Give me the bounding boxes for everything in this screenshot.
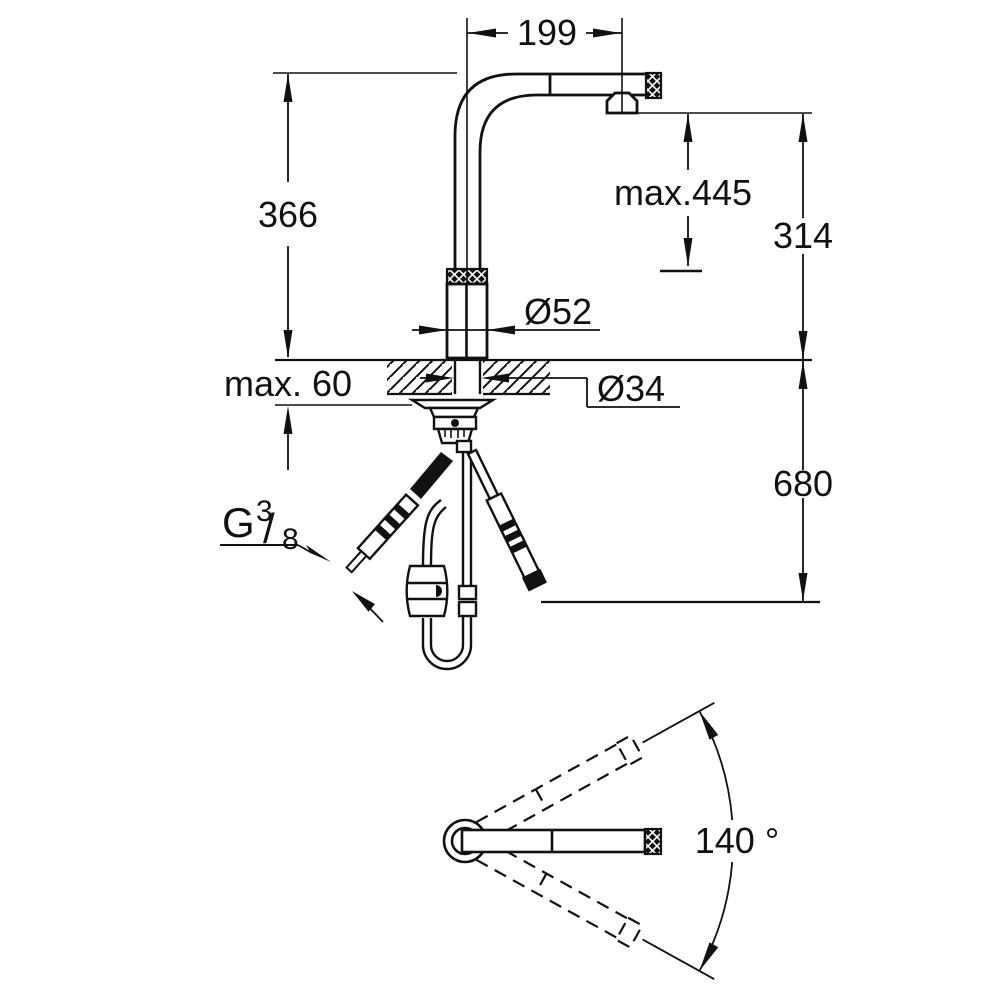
- arc-arrowhead-bottom: [699, 942, 719, 971]
- hose-loop-outer: [421, 616, 473, 671]
- arc-arrowhead-top: [699, 711, 719, 740]
- hose-weight: [405, 564, 449, 618]
- arrowhead-right: [419, 325, 447, 335]
- swivel-angle-label: 140 °: [695, 820, 779, 861]
- dim-max60: max. 60: [224, 363, 352, 470]
- g38-axis-arrowhead: [352, 591, 375, 612]
- g38-prefix: G: [222, 499, 255, 546]
- hose-segment: [466, 448, 500, 501]
- spout-outer-edge: [453, 72, 646, 270]
- connector-band: [504, 529, 522, 543]
- arrowhead-up: [283, 74, 293, 102]
- dim-diameter-52: Ø52: [412, 291, 600, 335]
- weight-seams: [408, 581, 446, 601]
- connector-band: [393, 503, 410, 520]
- dim-diameter-34: Ø34: [420, 368, 680, 409]
- hose-fitting-lower: [457, 600, 478, 618]
- dim-366: 366: [258, 74, 318, 358]
- swivel-arc: [698, 710, 734, 972]
- arrowhead-up: [798, 114, 808, 142]
- dim-366-label: 366: [258, 194, 318, 235]
- hose-loop-inner: [429, 616, 465, 663]
- connector-tip: [345, 549, 368, 574]
- g38-slash: /: [263, 505, 275, 552]
- arrowhead-up: [798, 361, 808, 389]
- g38-connector: [345, 492, 420, 574]
- weight-body: [405, 564, 449, 618]
- dim-52-label: Ø52: [524, 291, 592, 332]
- screw-head: [451, 419, 459, 427]
- dim-680: 680: [773, 361, 833, 601]
- dim-680-label: 680: [773, 463, 833, 504]
- arrowhead-right: [426, 373, 454, 383]
- dim-199-label: 199: [517, 12, 577, 53]
- faucet-top-view: 140 °: [442, 702, 779, 980]
- g38-denominator: 8: [282, 523, 299, 556]
- connector-band: [374, 524, 392, 541]
- swivel-arm-lower: [475, 839, 644, 949]
- arrowhead-left: [481, 373, 509, 383]
- connection-hose-right: [466, 448, 548, 592]
- arrowhead-down: [798, 331, 808, 359]
- arrowhead-right: [593, 28, 621, 38]
- arrowhead-down: [283, 330, 293, 358]
- arrowhead-left: [487, 325, 515, 335]
- connector-end-nut: [521, 568, 548, 592]
- mounting-nut: [428, 406, 480, 419]
- countertop-section: [275, 358, 812, 396]
- connector-band: [509, 540, 527, 554]
- weight-latch: [436, 585, 442, 597]
- aerator-cap: [644, 71, 663, 100]
- dim-314: 314: [773, 114, 833, 359]
- spout-inner-edge: [478, 93, 646, 270]
- dim-max445-label: max.445: [614, 172, 752, 213]
- dim-max60-label: max. 60: [224, 363, 352, 404]
- connector-band: [383, 513, 401, 530]
- arrowhead-down: [798, 573, 808, 601]
- arrowhead-down: [683, 238, 693, 266]
- pullout-hose: [461, 452, 473, 586]
- g38-numerator: 3: [256, 495, 273, 528]
- spout-top-view: [460, 828, 647, 854]
- mounting-hole-edges: [453, 360, 482, 394]
- supply-hose-left: [410, 452, 453, 499]
- connector-body: [356, 492, 420, 561]
- arrowhead-up: [683, 114, 693, 142]
- extension-lines: [273, 18, 820, 604]
- g38-leader: [297, 544, 313, 554]
- swivel-arm-upper: [475, 733, 645, 843]
- connector-band: [499, 518, 517, 532]
- aerator-cap-top-view: [643, 827, 663, 856]
- angle-ray-upper: [642, 702, 715, 744]
- arrowhead-up: [283, 406, 293, 434]
- g38-arrowhead: [305, 544, 331, 562]
- angle-ray-lower: [642, 938, 715, 980]
- tee-fitting: [455, 439, 473, 454]
- dim-199: 199: [467, 12, 622, 53]
- dim-314-label: 314: [773, 215, 833, 256]
- arrowhead-left: [468, 28, 496, 38]
- dim-34-label: Ø34: [597, 368, 665, 409]
- hoses: [345, 448, 548, 671]
- callout-g38: G 3 / 8: [220, 495, 384, 623]
- stabilizer-flange: [407, 398, 498, 410]
- hose-loop-left-leg: [421, 499, 447, 566]
- mounting-hardware: [407, 398, 498, 454]
- dim-max445: max.445: [614, 114, 752, 273]
- hose-fitting-upper: [457, 584, 478, 601]
- guide-ribs: [444, 430, 465, 438]
